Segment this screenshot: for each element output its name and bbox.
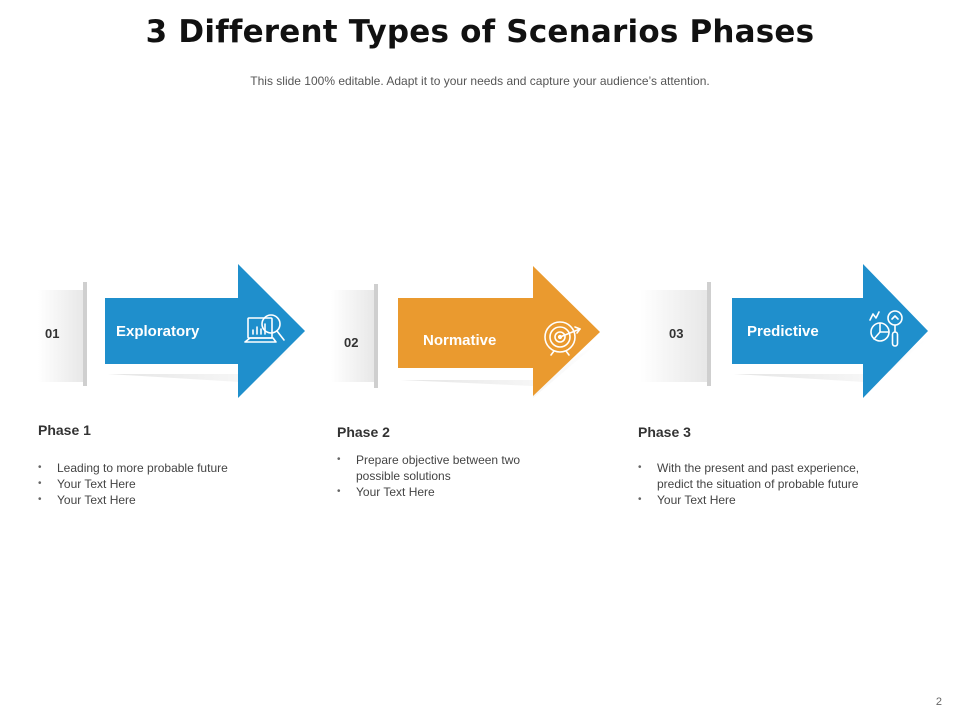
- target-arrow-icon: [544, 321, 581, 356]
- list-item: Leading to more probable future: [38, 460, 268, 476]
- phase-title: Phase 1: [38, 422, 91, 438]
- phase-number: 01: [45, 326, 60, 341]
- list-item: Your Text Here: [38, 492, 268, 508]
- phase-title: Phase 3: [638, 424, 691, 440]
- page-number: 2: [935, 696, 942, 708]
- chart-magnifier-icon: [244, 314, 285, 343]
- phase-label: Exploratory: [116, 323, 200, 340]
- list-item: Prepare objective between two possible s…: [337, 452, 551, 484]
- phase-number: 02: [344, 335, 359, 350]
- phase-1: 01 Exploratory Phase 1 Leading to more p…: [30, 262, 330, 522]
- phase-2-arrow: [398, 266, 600, 396]
- number-panel: [38, 290, 86, 382]
- list-item: Your Text Here: [337, 484, 551, 500]
- phase-bullets: Leading to more probable future Your Tex…: [38, 460, 268, 508]
- slide-title: 3 Different Types of Scenarios Phases: [145, 14, 815, 50]
- phase-3: 03 Predictive Phase 3 With the present a…: [632, 262, 932, 522]
- phase-1-arrow: [105, 264, 305, 398]
- number-panel: [331, 290, 377, 382]
- phase-number: 03: [669, 326, 684, 341]
- number-panel: [640, 290, 710, 382]
- list-item: Your Text Here: [638, 492, 888, 508]
- slide-subtitle: This slide 100% editable. Adapt it to yo…: [250, 74, 710, 88]
- phase-2-arrow-graphic: [331, 266, 601, 398]
- divider: [374, 284, 378, 388]
- list-item: Your Text Here: [38, 476, 268, 492]
- divider: [83, 282, 87, 386]
- phase-title: Phase 2: [337, 424, 390, 440]
- phase-1-arrow-graphic: [38, 264, 305, 398]
- phase-2: 02 Normative Phase 2 Prepare objective b…: [323, 262, 623, 522]
- analytics-magnifier-icon: [869, 310, 903, 347]
- list-item: With the present and past experience, pr…: [638, 460, 888, 492]
- phase-label: Predictive: [747, 323, 819, 340]
- phase-bullets: Prepare objective between two possible s…: [337, 452, 551, 500]
- divider: [707, 282, 711, 386]
- phase-label: Normative: [423, 332, 497, 349]
- phase-3-arrow-graphic: [640, 264, 929, 398]
- phase-bullets: With the present and past experience, pr…: [638, 460, 888, 508]
- phase-3-arrow: [732, 264, 928, 398]
